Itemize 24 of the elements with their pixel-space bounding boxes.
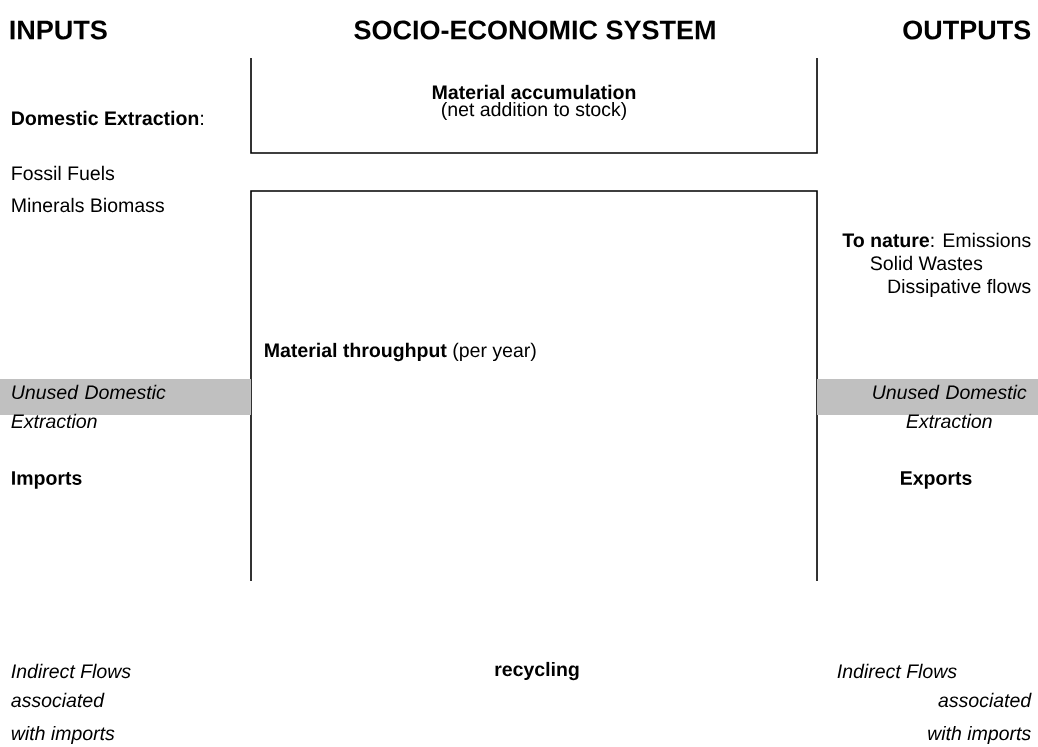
flow-label: Solid Wastes	[870, 255, 983, 271]
flow-label: associated	[11, 692, 105, 708]
flow-label: To nature: Emissions	[842, 232, 1031, 248]
flow-label: Dissipative flows	[888, 278, 1031, 298]
throughput-box: Material throughput (per year)	[250, 190, 818, 582]
section-heading: OUTPUTS	[903, 20, 1031, 40]
flow-label: associated	[938, 692, 1032, 708]
flow-label: Domestic Extraction:	[12, 110, 203, 126]
flow-label: Fossil Fuels	[12, 165, 115, 181]
flow-label: with imports	[928, 725, 1031, 745]
title: SOCIO-ECONOMIC SYSTEM	[354, 20, 715, 40]
node-label: Extraction	[906, 413, 992, 429]
section-heading: INPUTS	[10, 20, 107, 40]
stock-box: Material accumulation (net addition to stock)	[250, 57, 818, 154]
flow-label: with imports	[11, 725, 115, 745]
node-label: Extraction	[11, 413, 97, 429]
shaded-band: Unused Domestic Extraction	[817, 379, 1038, 429]
flow-label: Indirect Flows	[837, 663, 957, 679]
flow-label: Imports	[12, 471, 82, 489]
flow-label: Indirect Flows	[11, 663, 131, 679]
flow-label: Exports	[901, 471, 972, 489]
shaded-band: Unused Domestic Extraction	[0, 379, 251, 429]
flow-label: recycling	[495, 661, 579, 681]
flow-label: Minerals Biomass	[12, 197, 164, 213]
